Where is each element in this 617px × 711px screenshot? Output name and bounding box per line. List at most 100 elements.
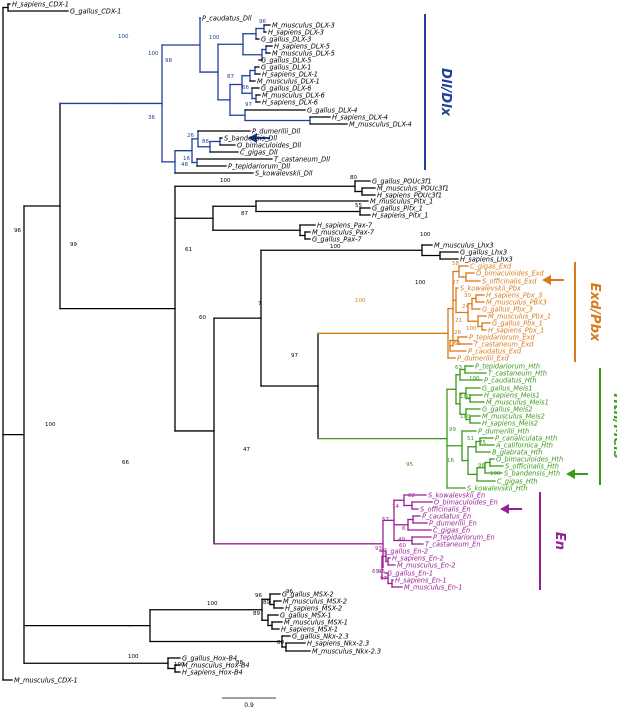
- leaf-label: T_castaneum_Hth: [488, 369, 547, 377]
- support-value: 100: [118, 34, 129, 40]
- leaf-label: M_musculus_Pbx_1: [488, 312, 551, 320]
- support-value: 60: [199, 315, 206, 321]
- support-value: 47: [243, 447, 250, 453]
- support-value: 36: [148, 115, 155, 121]
- support-value: 87: [241, 211, 248, 217]
- leaf-label: M_musculus_MSX-1: [284, 618, 348, 626]
- leaf-label: G_gallus_Hox-B4: [182, 654, 237, 662]
- leaf-label: M_musculus_CDX-1: [14, 676, 78, 684]
- leaf-label: M_musculus_Pitx_1: [370, 197, 433, 205]
- support-value: 6: [402, 526, 406, 532]
- leaf-label: M_musculus_Lhx3: [434, 241, 494, 249]
- leaf-label: S_officinalis_Hth: [505, 462, 559, 470]
- support-value: 96: [286, 589, 293, 595]
- support-value: 26: [454, 330, 461, 336]
- support-value: 100: [330, 244, 341, 250]
- support-value: 89: [263, 600, 270, 606]
- support-value: 14: [392, 504, 399, 510]
- group-label: En: [552, 532, 567, 550]
- leaf-label: P_dumerilii_Dll: [252, 127, 300, 135]
- leaf-label: H_sapiens_MSX-2: [285, 604, 342, 612]
- support-value: 100: [45, 422, 56, 428]
- support-value: 96: [259, 19, 266, 25]
- support-value: 100: [469, 376, 480, 382]
- support-value: 96: [14, 228, 21, 234]
- support-value: 66: [242, 85, 249, 91]
- leaf-label: S_bandensis_Hth: [504, 469, 560, 477]
- leaf-label: H_sapiens_POUc3f1: [377, 191, 442, 199]
- support-value: 55: [355, 203, 362, 209]
- leaf-label: P_canaliculata_Hth: [495, 434, 557, 442]
- leaf-label: M_musculus_En-2: [397, 561, 456, 569]
- support-value: 100: [466, 326, 477, 332]
- leaf-label: M_musculus_DLX-1: [257, 77, 320, 85]
- leaf-label: G_gallus_MSX-2: [282, 590, 334, 598]
- leaf-label: H_sapiens_Meis2: [482, 419, 538, 427]
- support-value: 97: [380, 576, 387, 582]
- leaf-label: G_gallus_Meis1: [482, 384, 532, 392]
- highlight-arrow-icon: [500, 504, 509, 514]
- leaf-label: H_sapiens_En-1: [395, 576, 447, 584]
- leaf-label: M_musculus_MSX-2: [283, 597, 347, 605]
- leaf-label: G_gallus_Meis2: [482, 405, 532, 413]
- leaf-label: P_caudatus_En: [422, 512, 471, 520]
- group-label: Dll/Dlx: [438, 68, 453, 117]
- support-value: 100: [415, 280, 426, 286]
- scale-bar-label: 0.9: [244, 702, 254, 709]
- leaf-label: G_gallus_DLX-1: [261, 63, 311, 71]
- leaf-label: G_gallus_En-2: [382, 547, 428, 555]
- support-value: 49: [398, 537, 405, 543]
- leaf-label: P_tepidariorum_Exd: [469, 333, 535, 341]
- leaf-label: H_sapiens_Pbx_3: [486, 291, 542, 299]
- leaf-label: M_musculus_DLX-4: [349, 120, 412, 128]
- leaf-label: H_sapiens_Pitx_1: [372, 211, 429, 219]
- leaf-label: O_bimaculoides_Exd: [476, 269, 545, 277]
- leaf-label: H_sapiens_MSX-1: [281, 625, 338, 633]
- highlight-arrow-icon: [542, 275, 551, 285]
- support-value: 95: [378, 569, 385, 575]
- leaf-label: P_caudatus_Exd: [468, 347, 522, 355]
- support-value: 100: [128, 654, 139, 660]
- leaf-label: C_gigas_En: [433, 526, 470, 534]
- leaf-label: B_glabrata_Hth: [492, 448, 542, 456]
- leaf-label: G_gallus_Pitx_1: [372, 204, 423, 212]
- leaf-label: M_musculus_Pax-7: [312, 228, 375, 236]
- leaf-label: G_gallus_DLX-3: [261, 35, 311, 43]
- support-value: 86: [202, 139, 209, 145]
- leaf-label: O_bimaculoides_Hth: [496, 455, 563, 463]
- leaf-label: H_sapiens_DLX-3: [268, 28, 324, 36]
- support-value: 89: [253, 611, 260, 617]
- support-value: 100: [220, 178, 231, 184]
- support-value: 63: [455, 365, 462, 371]
- support-value: 7: [258, 301, 262, 307]
- group-label: Hth/Meis: [610, 393, 617, 458]
- leaf-label: M_musculus_Nkx-2.3: [312, 647, 381, 655]
- leaf-label: P_dumerilii_En: [429, 519, 477, 527]
- support-value: 98: [165, 58, 172, 64]
- support-value: 27: [452, 280, 459, 286]
- leaf-label: G_gallus_Lhx3: [460, 248, 507, 256]
- support-value: 100: [209, 35, 220, 41]
- support-value: 48: [181, 162, 188, 168]
- group-label: Exd/Pbx: [587, 283, 602, 342]
- support-value: 62: [408, 493, 415, 499]
- support-value: 99: [70, 242, 77, 248]
- leaf-label: C_gigas_Hth: [497, 477, 538, 485]
- leaf-label: H_sapiens_Pax-7: [317, 221, 373, 229]
- support-value: 66: [122, 460, 129, 466]
- leaf-label: P_caudatus_Hth: [484, 376, 537, 384]
- support-value: 75: [479, 440, 486, 446]
- support-value: 26: [187, 133, 194, 139]
- leaf-label: S_kowalevskii_Hth: [467, 484, 528, 492]
- leaf-label: T_castaneum_Exd: [474, 340, 534, 348]
- leaf-label: H_sapiens_Meis1: [484, 391, 540, 399]
- support-value: 87: [227, 74, 234, 80]
- support-value: 100: [420, 232, 431, 238]
- leaf-label: G_gallus_DLX-4: [307, 106, 357, 114]
- support-value: 30: [464, 293, 471, 299]
- leaf-label: M_musculus_DLX-6: [262, 91, 325, 99]
- support-value: 51: [467, 436, 474, 442]
- leaf-label: H_sapiens_DLX-5: [274, 42, 330, 50]
